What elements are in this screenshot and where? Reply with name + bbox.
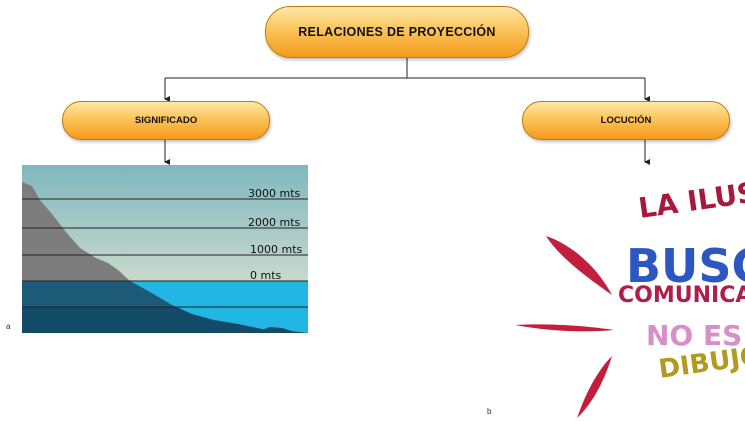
root-label: RELACIONES DE PROYECCIÓN bbox=[298, 25, 496, 39]
word-la-ilustracion: LA ILUSTRACIÓ bbox=[636, 158, 745, 225]
speech-ray-top bbox=[546, 236, 612, 295]
locucion-node: LOCUCIÓN bbox=[522, 101, 730, 140]
speech-ray-bottom bbox=[577, 356, 612, 418]
significado-label: SIGNIFICADO bbox=[134, 115, 198, 126]
root-node: RELACIONES DE PROYECCIÓN bbox=[265, 6, 529, 58]
level-3000-label: 3000 mts bbox=[248, 187, 301, 200]
level-0-label: 0 mts bbox=[250, 269, 282, 282]
root-connector bbox=[165, 56, 645, 79]
word-comunicar: COMUNICAR bbox=[618, 283, 745, 308]
level-2000-label: 2000 mts bbox=[248, 216, 301, 229]
speech-ray-middle bbox=[515, 324, 614, 332]
significado-node: SIGNIFICADO bbox=[62, 101, 270, 140]
seafloor bbox=[262, 327, 298, 333]
word-no-es: NO ES bbox=[646, 319, 742, 352]
mountain-slope bbox=[22, 182, 130, 281]
caption-a: a bbox=[6, 322, 11, 331]
caption-b: b bbox=[487, 407, 492, 416]
word-busca: BUSCA bbox=[626, 239, 745, 293]
level-1000-label: 1000 mts bbox=[250, 243, 303, 256]
locucion-label: LOCUCIÓN bbox=[600, 115, 652, 126]
